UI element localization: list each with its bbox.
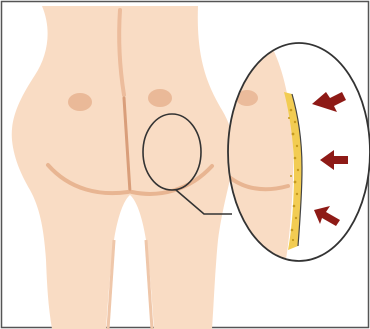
right-back-dimple	[148, 89, 172, 107]
left-back-dimple	[68, 93, 92, 111]
